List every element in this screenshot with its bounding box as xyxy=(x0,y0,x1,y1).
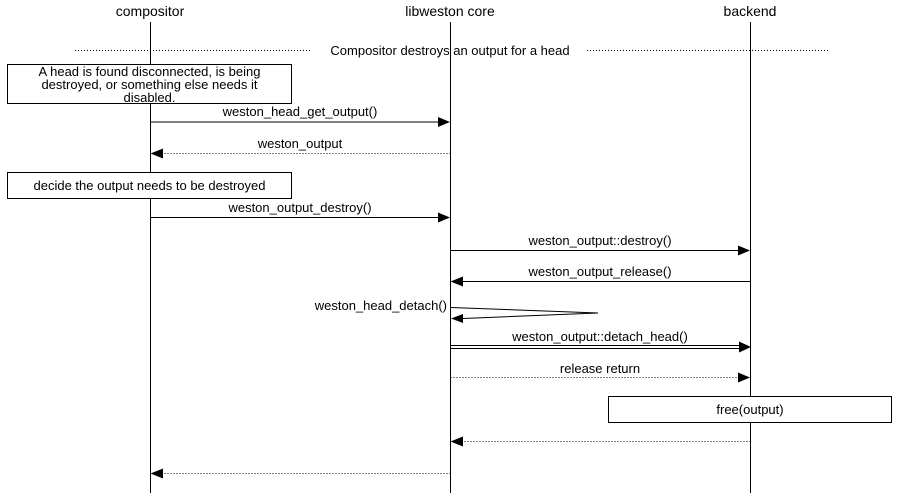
label-weston-head-detach: weston_head_detach() xyxy=(314,298,447,313)
arrowhead-left-2 xyxy=(150,148,163,159)
note-free-output: free(output) xyxy=(608,396,892,423)
label-weston-head-get-output: weston_head_get_output() xyxy=(222,104,378,119)
participant-libweston-core: libweston core xyxy=(405,3,495,19)
arrowhead-right-4 xyxy=(738,245,750,256)
note-line: decide the output needs to be destroyed xyxy=(33,178,266,193)
note-line: A head is found disconnected, is being xyxy=(38,63,261,79)
arrowhead-left-9 xyxy=(450,436,463,447)
participant-compositor: compositor xyxy=(115,3,185,19)
note-line: disabled. xyxy=(123,89,176,105)
arrowhead-right-8 xyxy=(738,372,750,383)
label-weston-output-destroy: weston_output_destroy() xyxy=(228,200,372,215)
arrowhead-right-1 xyxy=(438,117,450,127)
arrowhead-left-10 xyxy=(150,468,163,479)
arrowhead-right-7 xyxy=(739,341,751,353)
arrowhead-left-self-6 xyxy=(451,314,463,323)
arrowhead-right-3 xyxy=(438,212,450,223)
label-weston-output-detach-head: weston_output::detach_head() xyxy=(512,329,688,344)
note-head-disconnected: A head is found disconnected, is being d… xyxy=(7,64,292,104)
note-line: free(output) xyxy=(716,402,784,417)
note-decide-destroy: decide the output needs to be destroyed xyxy=(7,172,292,199)
label-weston-output-release: weston_output_release() xyxy=(528,264,672,279)
divider-label: Compositor destroys an output for a head xyxy=(330,43,570,58)
participant-backend: backend xyxy=(723,3,777,19)
label-weston-output-destroy-vfunc: weston_output::destroy() xyxy=(528,233,672,248)
label-weston-output: weston_output xyxy=(257,136,343,151)
note-line: destroyed, or something else needs it xyxy=(41,76,258,92)
arrow-weston-head-detach-self-loop xyxy=(450,307,599,319)
arrowhead-left-5 xyxy=(450,276,463,287)
label-release-return: release return xyxy=(559,361,641,376)
